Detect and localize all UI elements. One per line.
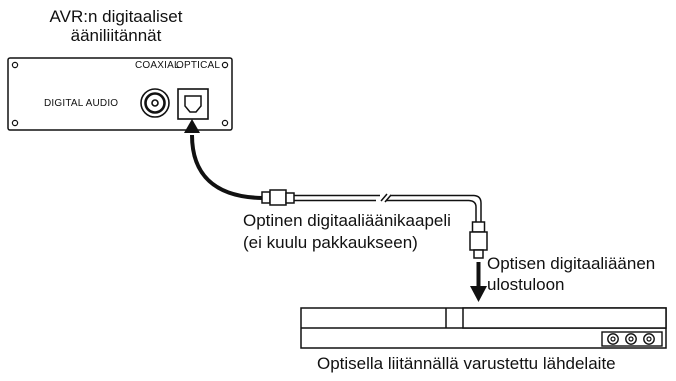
output-label-line2: ulostuloon: [487, 274, 565, 294]
arrow-down-icon: [470, 286, 487, 302]
arrow-up-icon: [184, 119, 200, 133]
coaxial-jack: [140, 88, 170, 118]
cable-curve: [190, 134, 263, 200]
avr-title: AVR:n digitaaliset ääniliitännät: [6, 7, 226, 45]
cable-plug-right: [469, 221, 488, 259]
device-jack-panel: [601, 331, 663, 347]
optical-label: OPTICAL: [176, 60, 221, 71]
cable-label-line2: (ei kuulu pakkaukseen): [243, 232, 418, 252]
cable-body: [294, 193, 482, 222]
cable-plug-left: [261, 189, 295, 206]
cable-label-line1: Optinen digitaaliäänikaapeli: [243, 211, 451, 230]
source-device-label: Optisella liitännällä varustettu lähdela…: [317, 354, 616, 373]
avr-title-line2: ääniliitännät: [70, 25, 162, 45]
output-label: Optisen digitaaliäänen ulostuloon: [487, 254, 656, 294]
panel-label: DIGITAL AUDIO: [44, 98, 119, 109]
coaxial-label: COAXIAL: [135, 60, 180, 71]
device-display: [462, 307, 667, 329]
output-label-line1: Optisen digitaaliäänen: [487, 254, 656, 273]
cable-label: Optinen digitaaliäänikaapeli (ei kuulu p…: [243, 211, 451, 252]
panel-screws: [11, 61, 229, 127]
optical-jack: [177, 88, 209, 120]
avr-rear-panel: [7, 57, 233, 131]
avr-title-line1: AVR:n digitaaliset: [49, 7, 183, 26]
